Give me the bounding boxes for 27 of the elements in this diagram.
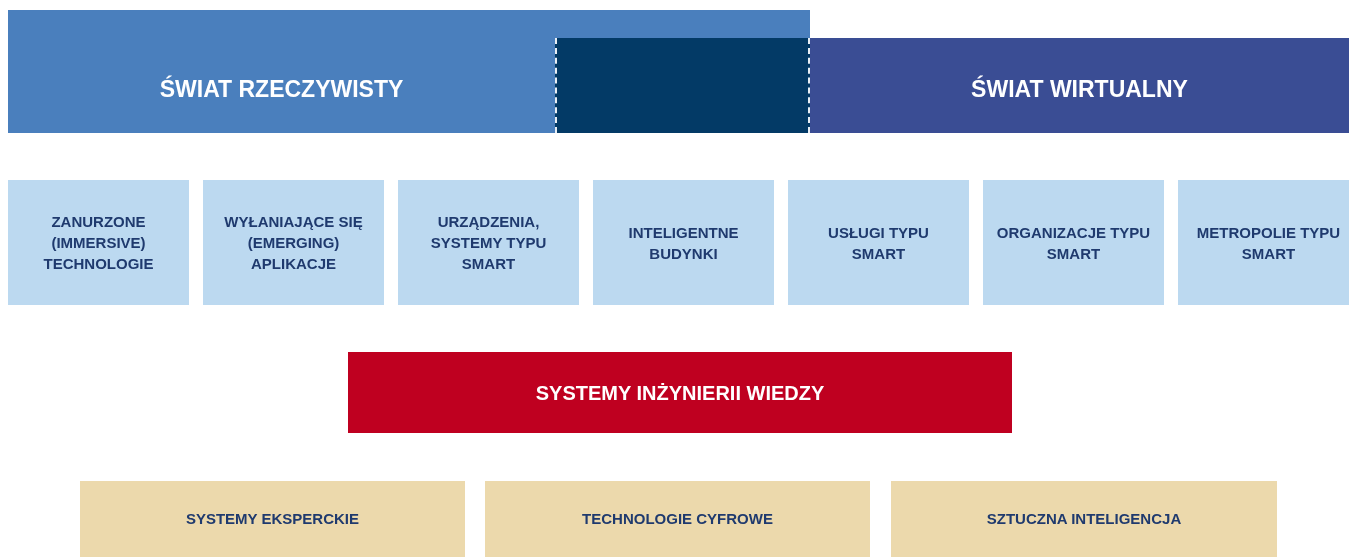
- box-label: ZANURZONE (IMMERSIVE) TECHNOLOGIE: [42, 212, 155, 274]
- box-label: USŁUGI TYPU SMART: [827, 222, 930, 264]
- category-box: [593, 180, 774, 305]
- band: [8, 10, 555, 133]
- category-box: [398, 180, 579, 305]
- box-label: WYŁANIAJĄCE SIĘ (EMERGING) APLIKACJE: [223, 212, 364, 274]
- category-box: [8, 180, 189, 305]
- box-label: ORGANIZACJE TYPU SMART: [995, 222, 1152, 264]
- box-label: SYSTEMY INŻYNIERII WIEDZY: [535, 380, 825, 406]
- category-box: [983, 180, 1164, 305]
- box-label: TECHNOLOGIE CYFROWE: [582, 508, 773, 529]
- box-label: ŚWIAT RZECZYWISTY: [159, 74, 404, 104]
- category-box: [788, 180, 969, 305]
- overlap-region: [555, 10, 810, 133]
- band: [810, 38, 1349, 133]
- box-label: INTELIGENTNE BUDYNKI: [627, 222, 740, 264]
- box-label: SYSTEMY EKSPERCKIE: [185, 508, 360, 529]
- foundation-box: [891, 481, 1277, 557]
- category-box: [1178, 180, 1349, 305]
- box-label: METROPOLIE TYPU SMART: [1195, 222, 1342, 264]
- foundation-box: [485, 481, 870, 557]
- core-box: [348, 352, 1012, 433]
- box-label: SZTUCZNA INTELIGENCJA: [986, 508, 1182, 529]
- category-box: [203, 180, 384, 305]
- foundation-box: [80, 481, 465, 557]
- box-label: URZĄDZENIA, SYSTEMY TYPU SMART: [429, 212, 548, 274]
- box-label: ŚWIAT WIRTUALNY: [971, 74, 1188, 104]
